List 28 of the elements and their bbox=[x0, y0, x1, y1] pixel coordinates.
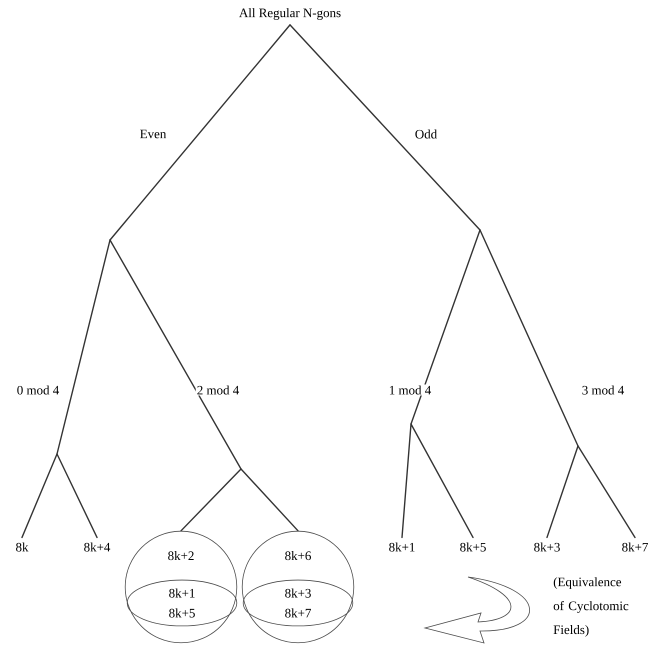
node-label: 8k+1 bbox=[389, 542, 415, 552]
branch-label: 1 mod 4 bbox=[388, 384, 432, 396]
branch-line bbox=[546, 445, 579, 538]
branch-line bbox=[240, 468, 299, 532]
branch-line bbox=[410, 229, 481, 425]
branch-label: 0 mod 4 bbox=[16, 384, 60, 396]
branch-line bbox=[577, 445, 636, 538]
branch-line bbox=[401, 423, 412, 538]
node-label: 8k+5 bbox=[460, 542, 486, 552]
branch-label: 3 mod 4 bbox=[580, 384, 626, 396]
branch-line bbox=[479, 229, 579, 447]
node-label: 8k+3 bbox=[534, 542, 560, 552]
node-label: All Regular N-gons bbox=[239, 8, 341, 20]
node-label: 8k+7 bbox=[622, 542, 648, 552]
node-label: 8k+4 bbox=[84, 542, 110, 552]
note: (Equivalence of Cyclotomic Fields) bbox=[554, 577, 628, 637]
branch-line bbox=[289, 24, 481, 231]
branch-label: 2 mod 4 bbox=[196, 384, 240, 396]
branch-label: Odd bbox=[414, 128, 438, 140]
branch-line bbox=[410, 423, 474, 538]
branch-line bbox=[21, 453, 58, 538]
node-label: 8k bbox=[16, 542, 28, 552]
branch-line bbox=[180, 468, 242, 532]
branch-label: Even bbox=[138, 128, 168, 140]
branch-line bbox=[56, 239, 111, 455]
branch-line bbox=[109, 24, 291, 241]
branch-line bbox=[109, 239, 242, 470]
branch-line bbox=[56, 453, 98, 538]
